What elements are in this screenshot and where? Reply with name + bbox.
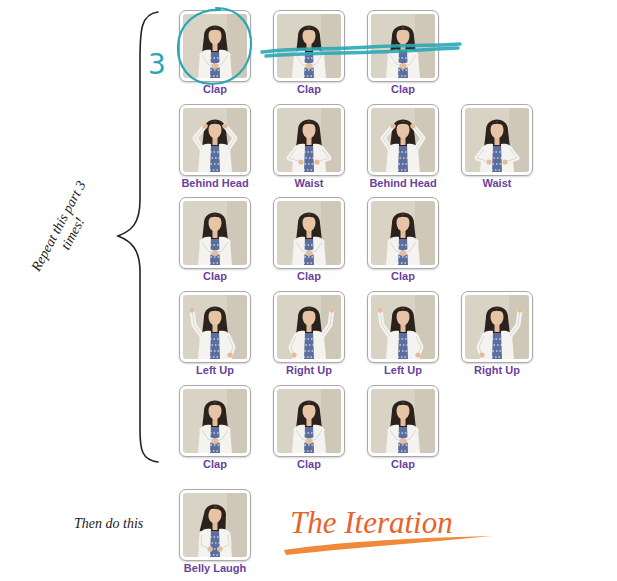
pose-tile: Clap <box>262 10 356 96</box>
pose-caption: Left Up <box>196 364 234 377</box>
pose-figure <box>277 108 341 172</box>
pose-figure <box>277 295 341 359</box>
pose-tile: Behind Head <box>168 104 262 190</box>
then-note: Then do this <box>74 516 143 532</box>
pose-caption: Behind Head <box>181 177 248 190</box>
pose-figure <box>465 108 529 172</box>
pose-caption: Clap <box>297 458 321 471</box>
pose-caption: Clap <box>297 270 321 283</box>
pose-tile: Left Up <box>356 291 450 377</box>
pose-figure <box>371 14 435 78</box>
photo-frame <box>461 291 533 363</box>
pose-caption: Clap <box>391 83 415 96</box>
pose-figure <box>277 201 341 265</box>
pose-tile: Behind Head <box>356 104 450 190</box>
pose-tile: Clap <box>356 197 450 283</box>
callout-number: 3 <box>148 50 166 80</box>
diagram-title: The Iteration <box>290 506 453 540</box>
photo-frame <box>179 291 251 363</box>
photo-frame <box>273 10 345 82</box>
photo-frame <box>273 385 345 457</box>
photo-frame <box>273 197 345 269</box>
pose-tile: Waist <box>450 104 544 190</box>
pose-tile: Clap <box>262 197 356 283</box>
photo-frame <box>179 10 251 82</box>
pose-caption: Clap <box>203 458 227 471</box>
photo-frame <box>367 10 439 82</box>
pose-figure <box>183 389 247 453</box>
photo-frame <box>179 197 251 269</box>
photo-frame <box>179 489 251 561</box>
pose-figure <box>371 108 435 172</box>
repeat-note: Repeat this part 3 times! <box>27 175 106 285</box>
photo-frame <box>179 104 251 176</box>
pose-caption: Behind Head <box>369 177 436 190</box>
photo-frame <box>367 197 439 269</box>
pose-caption: Left Up <box>384 364 422 377</box>
pose-caption: Clap <box>203 83 227 96</box>
pose-caption: Belly Laugh <box>184 562 246 575</box>
photo-frame <box>367 291 439 363</box>
pose-tile: Clap <box>262 385 356 471</box>
pose-tile: Right Up <box>450 291 544 377</box>
pose-caption: Waist <box>483 177 512 190</box>
pose-caption: Right Up <box>286 364 332 377</box>
pose-figure <box>371 201 435 265</box>
pose-figure <box>371 389 435 453</box>
pose-tile: Belly Laugh <box>168 489 262 575</box>
photo-frame <box>179 385 251 457</box>
pose-caption: Clap <box>391 270 415 283</box>
pose-figure <box>277 14 341 78</box>
pose-figure <box>183 14 247 78</box>
pose-figure <box>183 201 247 265</box>
pose-tile: Clap <box>356 10 450 96</box>
pose-caption: Clap <box>203 270 227 283</box>
pose-caption: Clap <box>297 83 321 96</box>
pose-caption: Right Up <box>474 364 520 377</box>
pose-tile: Clap <box>168 385 262 471</box>
photo-frame <box>367 104 439 176</box>
pose-figure <box>277 389 341 453</box>
photo-frame <box>273 291 345 363</box>
pose-figure <box>183 108 247 172</box>
photo-frame <box>461 104 533 176</box>
pose-tile: Clap <box>168 197 262 283</box>
photo-frame <box>367 385 439 457</box>
pose-tile: Right Up <box>262 291 356 377</box>
highlight-circle <box>178 8 251 84</box>
pose-tile: Left Up <box>168 291 262 377</box>
pose-tile: Clap <box>168 10 262 96</box>
pose-figure <box>183 493 247 557</box>
pose-figure <box>465 295 529 359</box>
pose-figure <box>183 295 247 359</box>
pose-caption: Waist <box>295 177 324 190</box>
photo-frame <box>273 104 345 176</box>
pose-caption: Clap <box>391 458 415 471</box>
pose-tile: Clap <box>356 385 450 471</box>
pose-tile: Waist <box>262 104 356 190</box>
strike-scribble <box>262 44 460 56</box>
pose-figure <box>371 295 435 359</box>
